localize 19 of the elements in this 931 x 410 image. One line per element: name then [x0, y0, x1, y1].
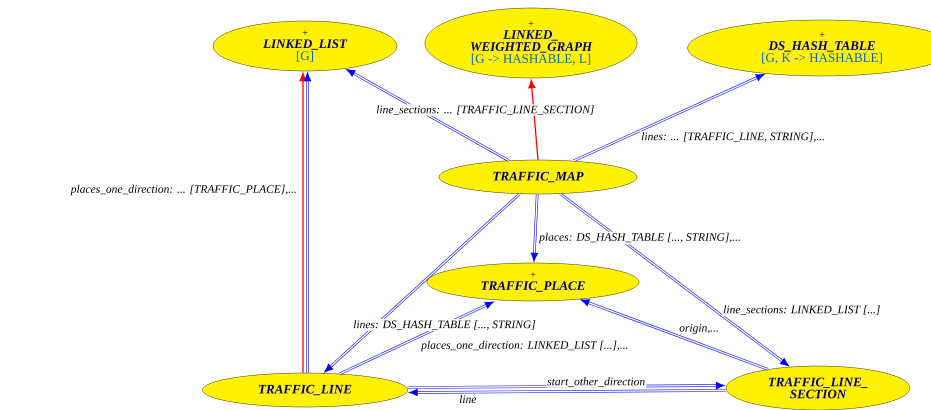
- edge-label: places_one_direction: ... [TRAFFIC_PLACE],...: [70, 184, 298, 196]
- arrow: [300, 73, 306, 373]
- edge-label: lines: ... [TRAFFIC_LINE, STRING],...: [640, 131, 826, 143]
- arrow: [346, 68, 510, 162]
- edge-label: origin,...: [678, 322, 720, 336]
- arrow: [304, 72, 312, 373]
- edge-label: start_other_direction: [546, 376, 646, 388]
- edge-label: places: DS_HASH_TABLE [..., STRING],...: [538, 232, 742, 244]
- edge-label: line: [458, 394, 478, 404]
- edge-label: line_sections: ... [TRAFFIC_LINE_SECTION]: [375, 104, 596, 116]
- arrow: [324, 192, 520, 373]
- arrow: [580, 299, 768, 371]
- edge-label: line_sections: LINKED_LIST [...]: [722, 304, 882, 316]
- arrow: [408, 388, 726, 396]
- edge-label: places_one_direction: LINKED_LIST [...],...: [420, 340, 630, 352]
- edge-label: lines: DS_HASH_TABLE [..., STRING]: [352, 319, 537, 331]
- arrow: [559, 192, 790, 366]
- arrow: [572, 74, 765, 162]
- arrow: [530, 194, 538, 262]
